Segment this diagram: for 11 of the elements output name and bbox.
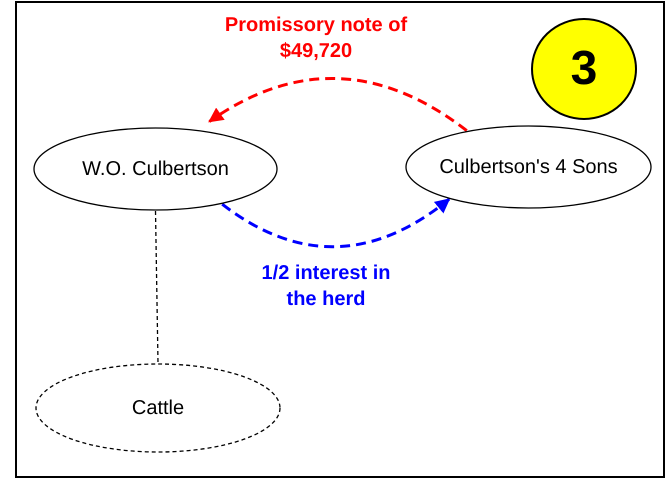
node-label: Cattle bbox=[132, 396, 184, 420]
ellipse-node bbox=[35, 363, 281, 453]
number-circle bbox=[531, 18, 637, 120]
connector-line bbox=[154, 210, 159, 364]
node-label: W.O. Culbertson bbox=[82, 157, 229, 181]
curved-arrow bbox=[221, 198, 450, 248]
ellipse-node bbox=[33, 127, 278, 211]
ellipse-node bbox=[405, 125, 652, 209]
step-number: 3 bbox=[570, 41, 598, 98]
curved-arrow bbox=[208, 77, 468, 132]
node-label: Culbertson's 4 Sons bbox=[439, 155, 618, 179]
